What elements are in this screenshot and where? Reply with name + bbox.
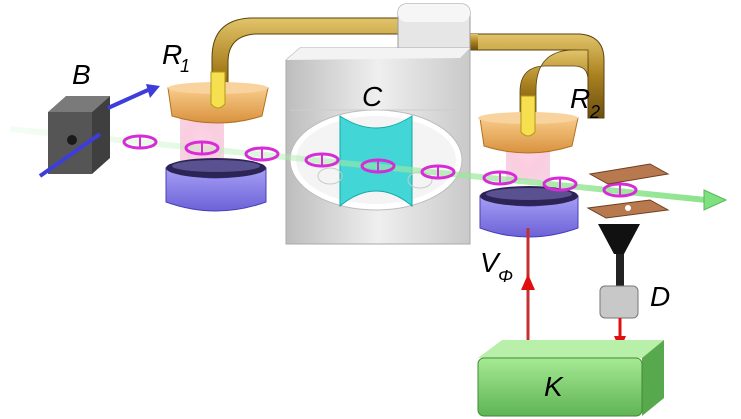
ionization-plates (586, 163, 670, 219)
label-r2-sub: 2 (589, 102, 600, 122)
box-k (477, 340, 664, 417)
label-b: B (72, 59, 91, 90)
atom-ring (482, 170, 518, 186)
voltage-line (521, 228, 535, 344)
label-v: V (480, 247, 501, 278)
atom-ring (360, 158, 396, 174)
label-r2: R (570, 83, 590, 114)
label-r1-sub: 1 (180, 56, 190, 76)
detector-funnel-icon (598, 224, 640, 254)
atom-ring (602, 182, 638, 198)
label-c: C (362, 81, 383, 112)
waveguide-pipe-r2 (519, 49, 589, 119)
beam-arrow-icon (703, 189, 728, 211)
atom-ring (542, 176, 578, 192)
atom-ring (244, 146, 280, 162)
magnetic-field-arrow-icon (38, 132, 102, 178)
ramsey-zone-r2 (478, 95, 579, 238)
detector-d (598, 224, 640, 350)
ramsey-zone-r1 (165, 71, 269, 212)
atom-ring (184, 140, 220, 156)
atom-ring (420, 164, 456, 180)
label-k: K (544, 371, 564, 402)
atom-ring (122, 134, 158, 150)
microwave-source-box (397, 3, 471, 57)
box-b (38, 84, 160, 178)
label-r1: R (162, 39, 182, 70)
atom-ring (304, 152, 340, 168)
cavity-c (285, 47, 471, 245)
signal-arrow-icon (521, 274, 535, 290)
label-v-sub: Φ (498, 266, 513, 286)
atomic-beam (10, 126, 728, 211)
atom-packets (122, 134, 638, 198)
label-d: D (650, 281, 670, 312)
